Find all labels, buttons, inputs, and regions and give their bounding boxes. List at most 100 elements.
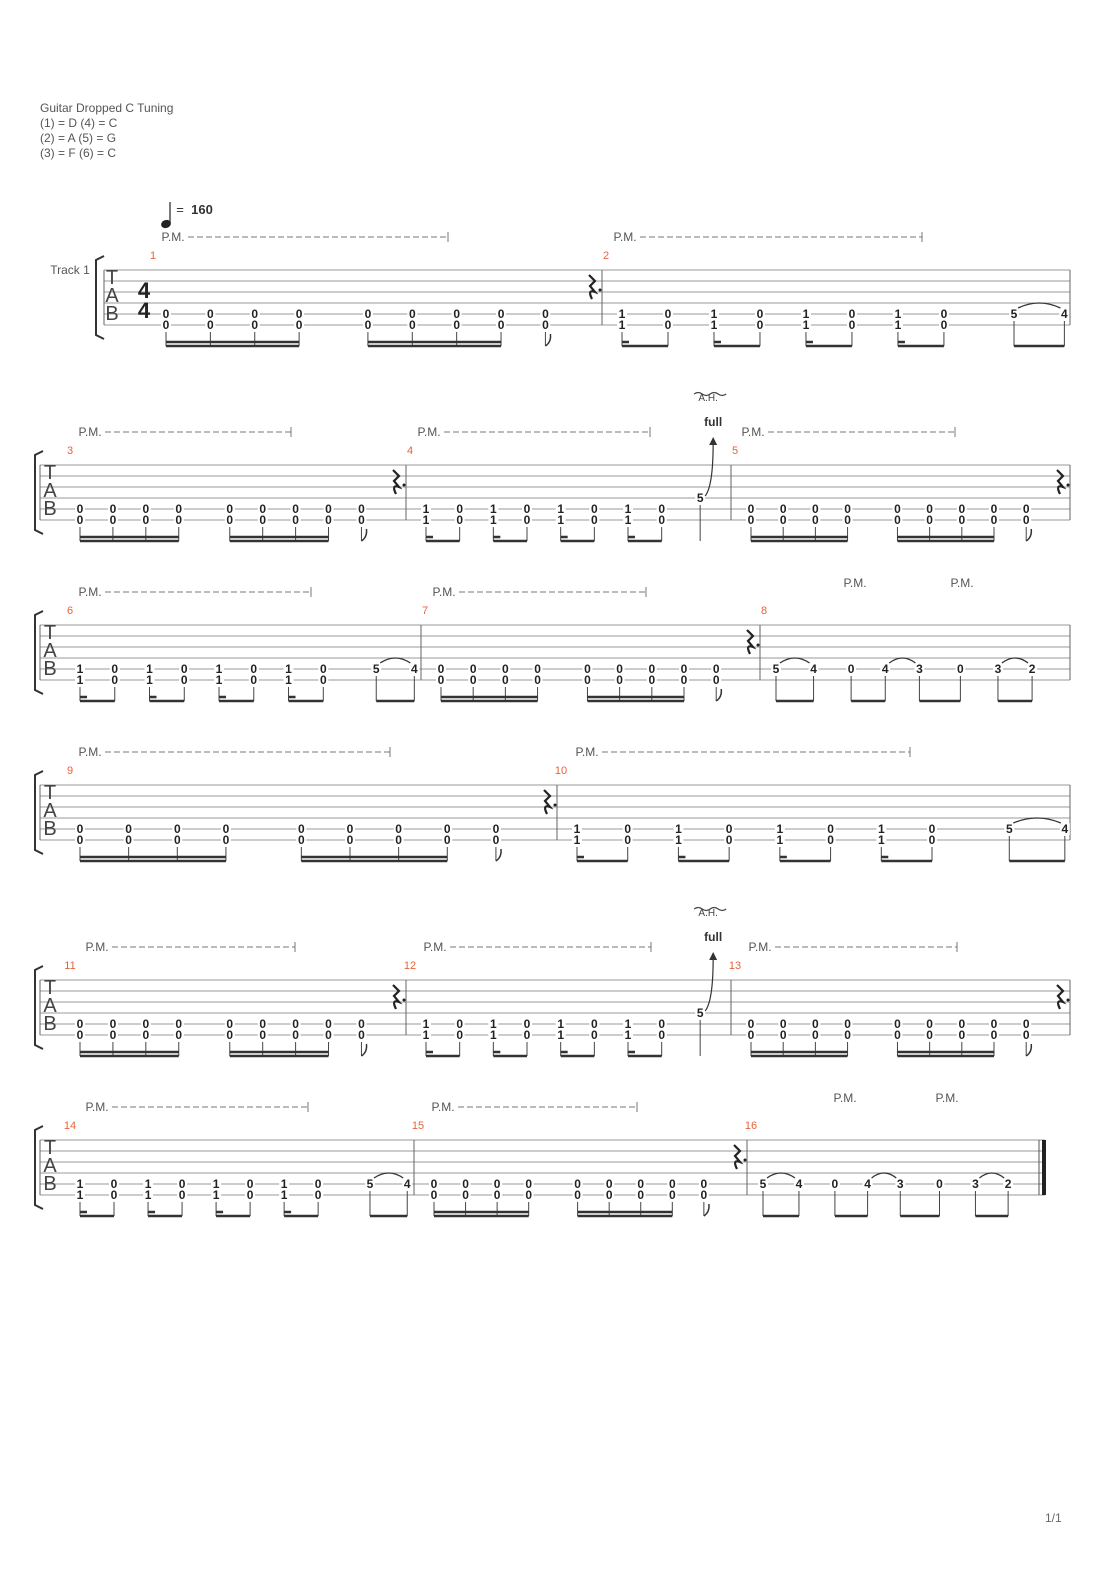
fret-mask xyxy=(214,663,225,675)
fret-mask xyxy=(927,834,938,846)
fret-number: 0 xyxy=(665,318,672,332)
fret-number: 1 xyxy=(803,318,810,332)
fret-mask xyxy=(1059,823,1070,835)
fret-mask xyxy=(842,1029,853,1041)
fret-mask xyxy=(924,503,935,515)
fret-mask xyxy=(109,663,120,675)
fret-number: 0 xyxy=(637,1188,644,1202)
fret-mask xyxy=(711,663,722,675)
quarter-note-icon xyxy=(161,219,171,229)
fret-number: 5 xyxy=(773,662,780,676)
palm-mute-label: P.M. xyxy=(78,745,101,759)
fret-mask xyxy=(623,503,634,515)
system-bracket xyxy=(34,1125,44,1210)
fret-number: 0 xyxy=(894,1028,901,1042)
page-number: 1/1 xyxy=(1045,1511,1062,1525)
fret-mask xyxy=(532,663,543,675)
fret-number: 0 xyxy=(358,513,365,527)
fret-number: 0 xyxy=(409,318,416,332)
fret-number: 1 xyxy=(711,318,718,332)
fret-mask xyxy=(107,514,118,526)
fret-number: 1 xyxy=(216,662,223,676)
fret-number: 0 xyxy=(444,833,451,847)
fret-mask xyxy=(522,1018,533,1030)
fret-mask xyxy=(846,319,857,331)
tie-arc xyxy=(779,657,810,664)
fret-number: 0 xyxy=(780,502,787,516)
fret-number: 0 xyxy=(438,673,445,687)
fret-mask xyxy=(107,1029,118,1041)
fret-number: 0 xyxy=(259,502,266,516)
fret-number: 0 xyxy=(524,1028,531,1042)
fret-number: 0 xyxy=(1023,1017,1030,1031)
fret-number: 0 xyxy=(827,833,834,847)
fret-mask xyxy=(248,674,259,686)
fret-mask xyxy=(667,1189,678,1201)
fret-number: 0 xyxy=(250,662,257,676)
fret-number: 1 xyxy=(574,833,581,847)
fret-mask xyxy=(754,308,765,320)
fret-number: 0 xyxy=(493,822,500,836)
fret-mask xyxy=(522,1029,533,1041)
fret-mask xyxy=(746,514,756,526)
fret-number: 0 xyxy=(462,1188,469,1202)
fret-number: 1 xyxy=(77,1188,84,1202)
fret-mask xyxy=(758,1178,768,1190)
fret-mask xyxy=(523,1178,534,1190)
fret-mask xyxy=(555,1018,566,1030)
fret-number: 0 xyxy=(298,822,305,836)
tuning-title: Guitar Dropped C Tuning xyxy=(40,101,174,115)
fret-number: 0 xyxy=(456,1028,463,1042)
fret-mask xyxy=(656,1018,667,1030)
fret-number: 0 xyxy=(292,502,299,516)
fret-mask xyxy=(698,1178,709,1190)
fret-mask xyxy=(778,1029,789,1041)
fret-number: 0 xyxy=(456,1017,463,1031)
fret-number: 2 xyxy=(1005,1177,1012,1191)
fret-number: 0 xyxy=(849,307,856,321)
fret-mask xyxy=(429,1189,439,1201)
fret-number: 0 xyxy=(431,1188,438,1202)
fret-number: 0 xyxy=(325,1028,332,1042)
fret-mask xyxy=(224,503,235,515)
fret-number: 0 xyxy=(494,1177,501,1191)
fret-mask xyxy=(356,503,367,515)
eighth-flag xyxy=(715,688,723,702)
fret-mask xyxy=(75,1178,85,1190)
fret-mask xyxy=(421,503,431,515)
fret-number: 0 xyxy=(223,833,230,847)
fret-mask xyxy=(500,674,511,686)
fret-mask xyxy=(107,1018,118,1030)
fret-mask xyxy=(892,1018,903,1030)
fret-number: 0 xyxy=(125,833,132,847)
fret-number: 0 xyxy=(347,822,354,836)
palm-mute-label: P.M. xyxy=(833,1091,856,1105)
fret-number: 0 xyxy=(524,1017,531,1031)
fret-number: 0 xyxy=(832,1177,839,1191)
fret-mask xyxy=(992,663,1003,675)
fret-mask xyxy=(774,823,785,835)
fret-mask xyxy=(622,834,633,846)
fret-number: 5 xyxy=(760,1177,767,1191)
rest-dot xyxy=(598,288,602,292)
fret-number: 0 xyxy=(142,1028,149,1042)
fret-mask xyxy=(572,1178,583,1190)
fret-number: 0 xyxy=(358,1017,365,1031)
tuning-line-3: (3) = F (6) = C xyxy=(40,146,117,160)
fret-number: 0 xyxy=(844,1017,851,1031)
measure-number: 10 xyxy=(555,765,567,777)
quarter-rest-icon xyxy=(733,1144,744,1170)
fret-number: 0 xyxy=(498,318,505,332)
fret-number: 0 xyxy=(894,1017,901,1031)
fret-mask xyxy=(468,663,479,675)
fret-mask xyxy=(224,1018,235,1030)
fret-number: 0 xyxy=(251,307,258,321)
fret-number: 0 xyxy=(502,673,509,687)
rest-dot xyxy=(756,643,760,647)
fret-mask xyxy=(673,823,684,835)
fret-number: 0 xyxy=(259,1028,266,1042)
measure-number: 3 xyxy=(67,445,73,457)
tab-clef-letter: B xyxy=(43,658,56,680)
fret-mask xyxy=(496,319,507,331)
fret-mask xyxy=(362,308,373,320)
